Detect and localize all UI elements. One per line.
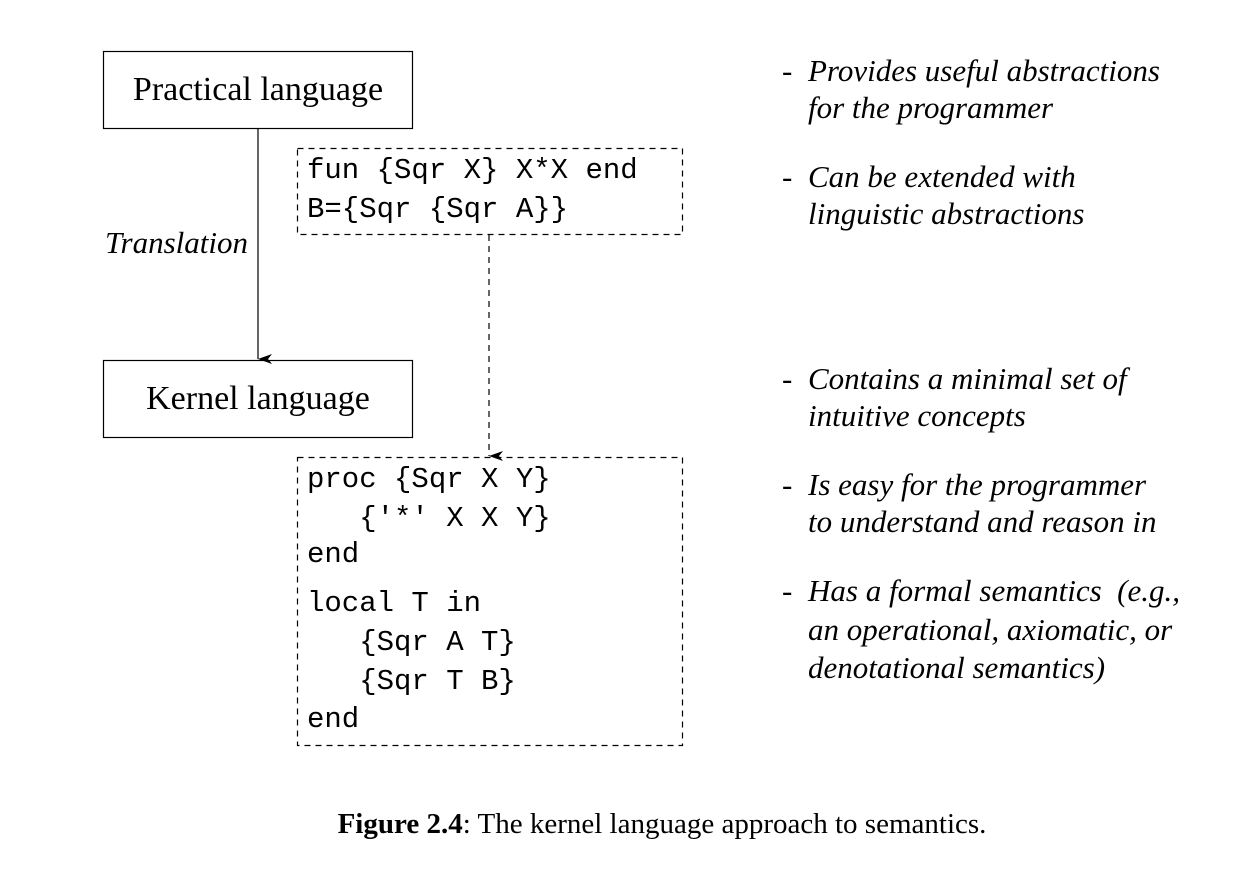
bullet-marker: - — [782, 361, 792, 396]
bullet-text: an operational, axiomatic, or — [808, 612, 1173, 647]
code-line: B={Sqr {Sqr A}} — [307, 193, 568, 226]
figure-caption: Figure 2.4: The kernel language approach… — [338, 808, 987, 840]
code-line: local T in — [307, 587, 481, 620]
bullet-text: Is easy for the programmer — [807, 467, 1147, 502]
bullet-text: intuitive concepts — [808, 398, 1026, 433]
bullet-marker: - — [782, 159, 792, 194]
code-line: end — [307, 538, 359, 571]
bullet-text: to understand and reason in — [808, 504, 1156, 539]
code-line: {Sqr A T} — [307, 626, 516, 659]
caption-label: Figure 2.4 — [338, 808, 463, 840]
bullet-text: Has a formal semantics (e.g., — [807, 573, 1180, 608]
caption-text: : The kernel language approach to semant… — [463, 808, 987, 840]
kernel-language-label: Kernel language — [146, 380, 370, 417]
bullet-marker: - — [782, 573, 792, 608]
bullet-text: denotational semantics) — [808, 650, 1105, 685]
code-line: fun {Sqr X} X*X end — [307, 154, 638, 187]
translation-label: Translation — [105, 225, 248, 260]
bullet-text: linguistic abstractions — [808, 196, 1084, 231]
kernel-code-box: proc {Sqr X Y} {'*' X X Y} end local T i… — [296, 456, 684, 747]
kernel-language-box: Kernel language — [102, 359, 414, 439]
practical-language-label: Practical language — [133, 71, 383, 108]
practical-language-box: Practical language — [102, 50, 414, 130]
bullet-marker: - — [782, 53, 792, 88]
bullet-text: Contains a minimal set of — [808, 361, 1131, 396]
bullet-text: for the programmer — [808, 90, 1054, 125]
code-line: proc {Sqr X Y} — [307, 463, 551, 496]
code-line: {Sqr T B} — [307, 665, 516, 698]
practical-bullets: - Provides useful abstractions for the p… — [782, 53, 1160, 231]
practical-code-box: fun {Sqr X} X*X end B={Sqr {Sqr A}} — [296, 147, 684, 236]
bullet-marker: - — [782, 467, 792, 502]
bullet-text: Can be extended with — [808, 159, 1076, 194]
code-line: end — [307, 703, 359, 736]
code-line: {'*' X X Y} — [307, 502, 551, 535]
kernel-bullets: - Contains a minimal set of intuitive co… — [782, 361, 1180, 685]
bullet-text: Provides useful abstractions — [807, 53, 1160, 88]
